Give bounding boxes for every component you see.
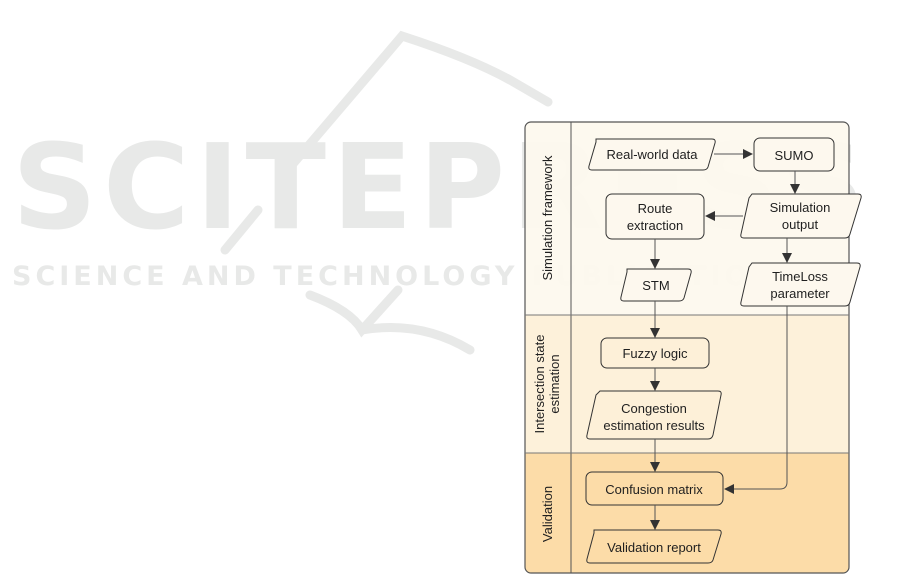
- node-label-line2: output: [782, 217, 819, 232]
- node-label: SUMO: [775, 148, 814, 163]
- node-label-line1: Simulation: [770, 200, 831, 215]
- lane-label-validation: Validation: [540, 486, 555, 542]
- node-sumo: SUMO: [753, 137, 835, 172]
- node-label: Fuzzy logic: [622, 346, 688, 361]
- diagram-border: [524, 121, 850, 574]
- watermark-logo-swoosh: [220, 30, 553, 355]
- node-label-line2: estimation results: [603, 418, 705, 433]
- lane-label-intersection-state-line2: estimation: [547, 354, 562, 413]
- node-label: Real-world data: [606, 147, 698, 162]
- node-simulation-output: Simulation output: [740, 193, 862, 239]
- lane-label-intersection-state-line1: Intersection state: [532, 335, 547, 434]
- node-confusion-matrix: Confusion matrix: [585, 471, 724, 506]
- node-label: Validation report: [607, 540, 701, 555]
- node-route-extraction: Route extraction: [605, 193, 705, 240]
- node-real-world-data: Real-world data: [588, 138, 716, 171]
- node-fuzzy-logic: Fuzzy logic: [600, 337, 710, 369]
- node-label: Confusion matrix: [605, 482, 703, 497]
- node-label-line1: TimeLoss: [772, 269, 828, 284]
- node-label-line1: Congestion: [621, 401, 687, 416]
- node-congestion-estimation-results: Congestion estimation results: [586, 390, 722, 440]
- node-validation-report: Validation report: [586, 529, 722, 564]
- node-label-line1: Route: [638, 201, 673, 216]
- node-label-line2: extraction: [627, 218, 683, 233]
- lane-label-simulation-framework: Simulation framework: [540, 155, 555, 280]
- edge-timeloss-to-confusion: [724, 306, 788, 494]
- node-label: STM: [642, 278, 669, 293]
- node-label-line2: parameter: [770, 286, 830, 301]
- node-stm: STM: [620, 268, 692, 302]
- node-timeloss-parameter: TimeLoss parameter: [740, 262, 861, 307]
